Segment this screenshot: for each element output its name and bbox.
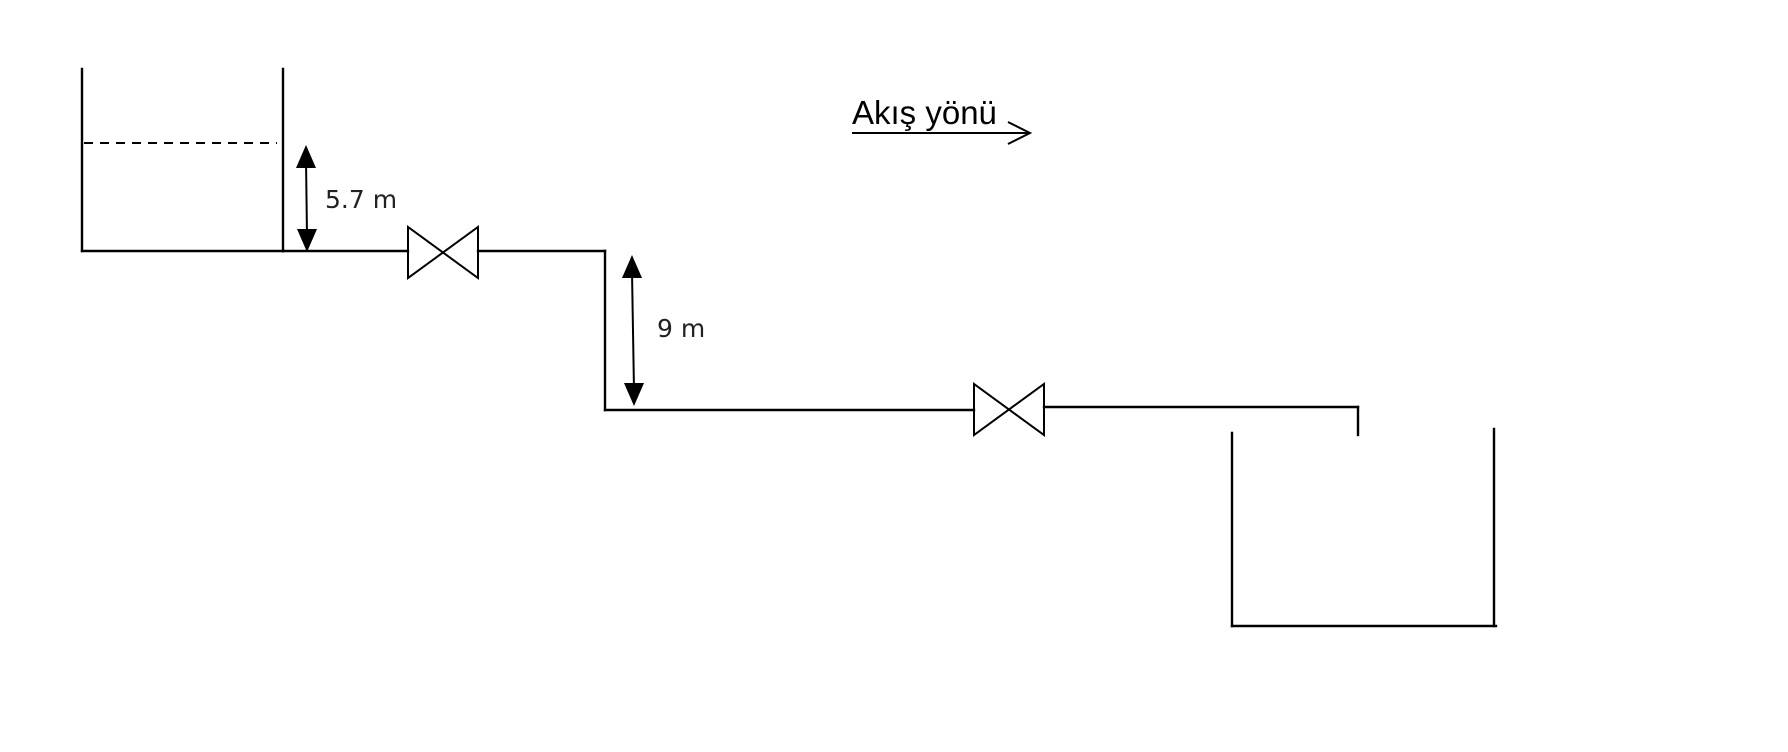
valve-1-symbol [407, 225, 479, 280]
flow-direction: Akış yönü [852, 94, 1033, 145]
lower-pipe [603, 405, 1360, 437]
pipe-drop-arrow-shaft [631, 271, 635, 391]
pipe-drop-label: 9 m [657, 314, 705, 343]
upper-head-arrow-shaft [305, 159, 308, 237]
pipe-drop-arrow-top [622, 255, 642, 278]
pipe-drop-arrow-bottom [624, 383, 644, 406]
valve-2-symbol [973, 382, 1045, 437]
upper-head-label: 5.7 m [325, 185, 397, 214]
flow-direction-arrow-head [1007, 121, 1033, 145]
upper-head-dimension: 5.7 m [296, 145, 397, 252]
flow-direction-label: Akış yönü [852, 94, 997, 131]
upper-head-arrow-top [296, 145, 316, 168]
pipe-drop-dimension: 9 m [622, 255, 705, 406]
valve-1 [407, 225, 479, 280]
upper-head-arrow-bottom [297, 229, 317, 252]
upper-pipe [281, 249, 607, 412]
valve-2 [973, 382, 1045, 437]
upper-reservoir [80, 67, 285, 253]
lower-reservoir [1230, 427, 1498, 628]
